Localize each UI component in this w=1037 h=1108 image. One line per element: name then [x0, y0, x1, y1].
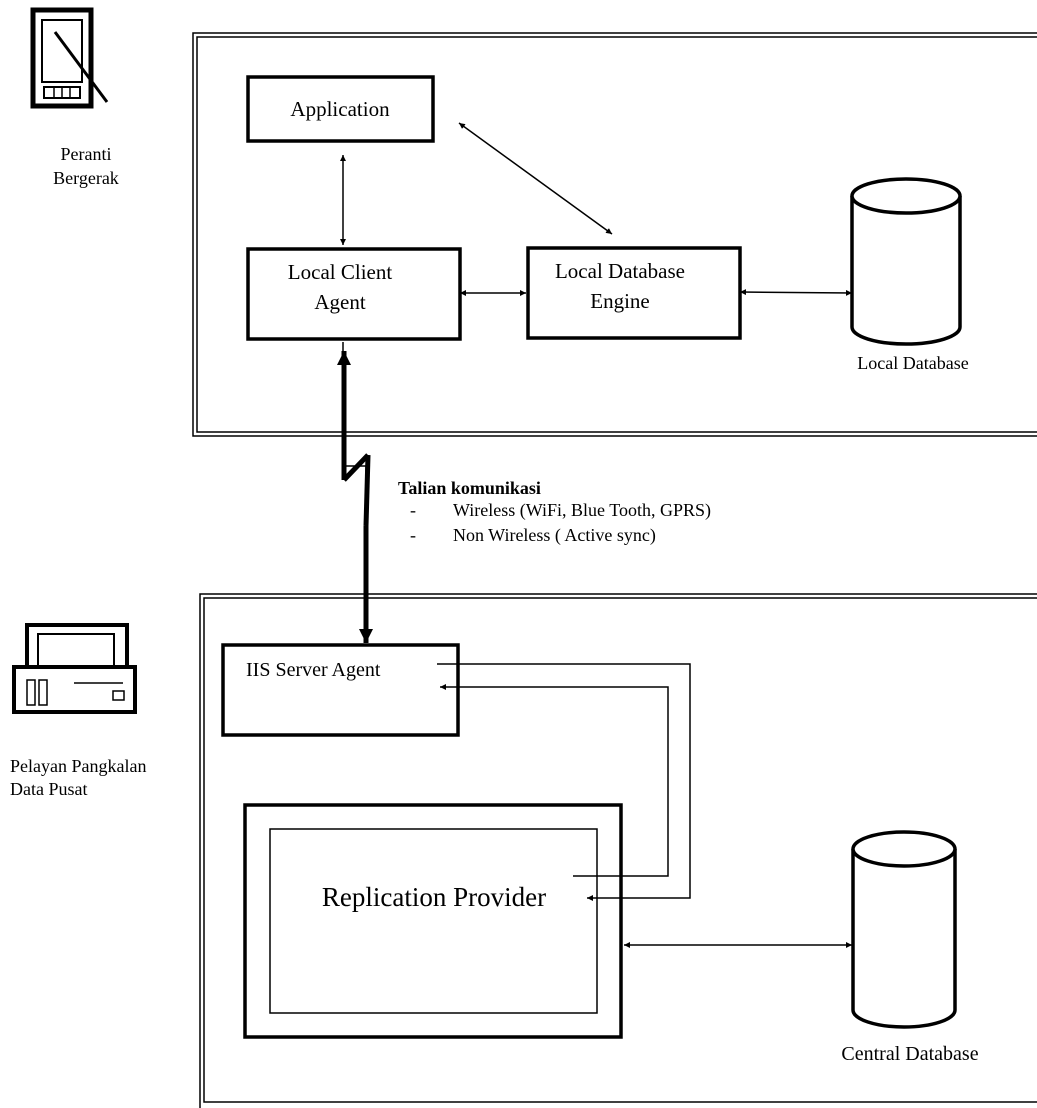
communication-item-non-wireless: Non Wireless ( Active sync): [453, 525, 656, 546]
application-box: [246, 75, 435, 143]
db-engine-local-database-arrow: [739, 289, 853, 296]
central-database-icon: [851, 830, 957, 1029]
server-container: [199, 593, 1037, 1108]
communication-bullet-1: -: [410, 500, 416, 520]
desktop-computer-icon: [12, 623, 137, 714]
local-database-label: Local Database: [857, 353, 968, 373]
local-database-engine-label-line1: Local Database: [555, 259, 685, 283]
central-database-label: Central Database: [841, 1043, 978, 1065]
application-label: Application: [290, 97, 390, 121]
local-database-engine-box: [526, 246, 742, 340]
communication-item-wireless: Wireless (WiFi, Blue Tooth, GPRS): [453, 500, 711, 521]
local-database-icon: [850, 177, 962, 346]
iis-server-agent-label: IIS Server Agent: [246, 659, 381, 681]
local-client-agent-label-line1: Local Client: [288, 260, 393, 284]
replication-to-iis-route: [440, 684, 669, 877]
local-database-engine-label-line2: Engine: [590, 289, 649, 313]
communication-link: [337, 342, 373, 643]
iis-to-replication-route: [437, 663, 691, 901]
mobile-device-label-line2: Bergerak: [53, 168, 119, 188]
mobile-device-container: [192, 32, 1037, 437]
server-label-line1: Pelayan Pangkalan: [10, 756, 146, 776]
application-db-engine-arrow: [458, 122, 613, 235]
replication-provider-box: [269, 828, 598, 1014]
server-label-line2: Data Pusat: [10, 779, 87, 799]
communication-title: Talian komunikasi: [398, 478, 541, 498]
iis-server-agent-box: [221, 643, 460, 737]
pda-icon: [30, 7, 109, 109]
replication-provider-label: Replication Provider: [322, 882, 546, 912]
local-client-agent-box: [246, 247, 462, 341]
mobile-device-label-line1: Peranti: [61, 144, 112, 164]
local-client-agent-label-line2: Agent: [314, 290, 365, 314]
communication-bullet-2: -: [410, 525, 416, 545]
